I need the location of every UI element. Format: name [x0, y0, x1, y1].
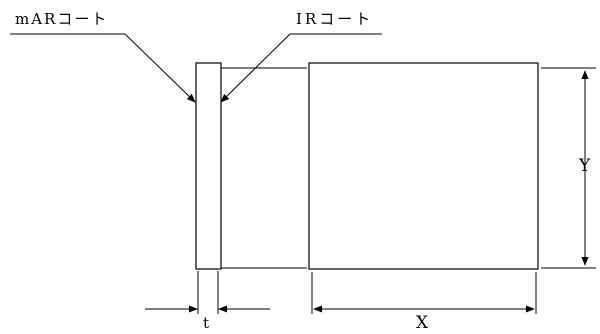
mar-leader-arrow — [124, 33, 196, 103]
ir-coat-label: IRコート — [296, 10, 374, 28]
thin-plate — [195, 62, 222, 270]
dimension-x-label: X — [416, 313, 429, 333]
square-face — [308, 62, 539, 270]
mar-coat-label: mARコート — [15, 10, 109, 28]
dimension-y-label: Y — [579, 156, 591, 176]
dimension-t-label: t — [203, 314, 210, 332]
